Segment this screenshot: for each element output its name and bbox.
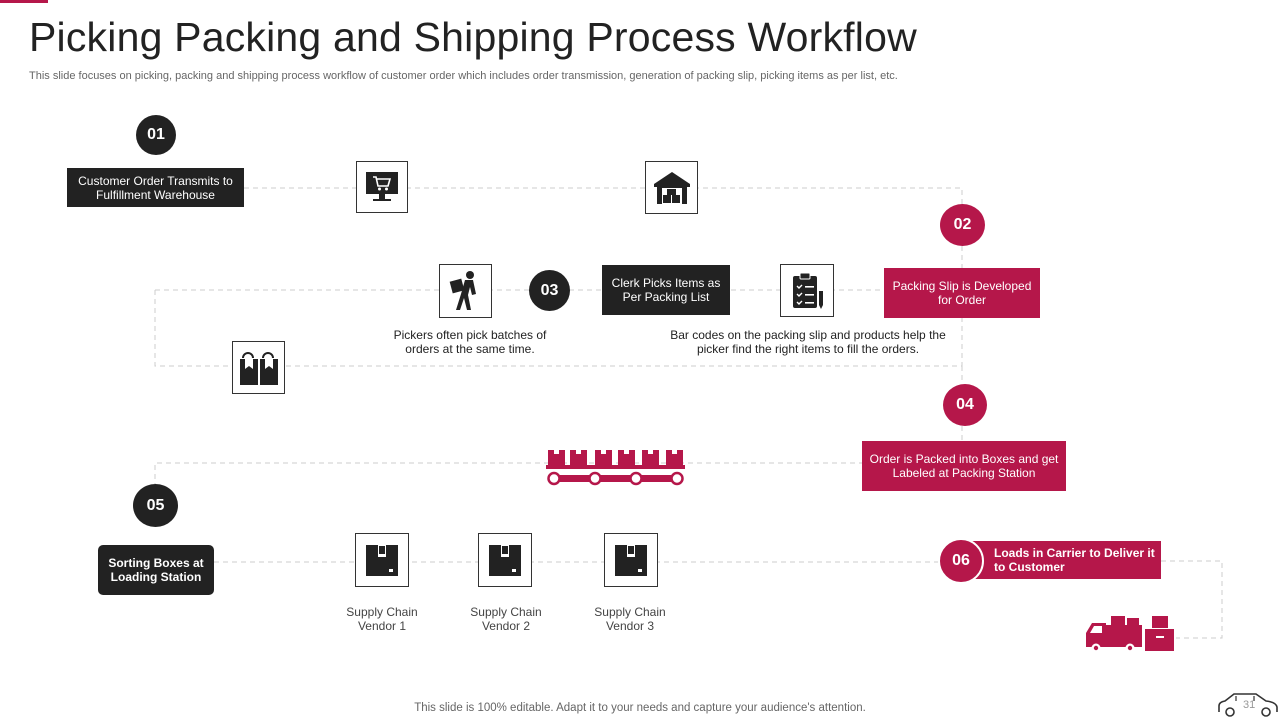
step-01-label: Customer Order Transmits to Fulfillment … — [67, 168, 244, 207]
box-icon — [355, 533, 409, 587]
step-05-badge: 05 — [133, 484, 178, 527]
conveyor-belt-icon — [544, 446, 688, 488]
barcodes-note: Bar codes on the packing slip and produc… — [670, 328, 946, 356]
slide-footer: This slide is 100% editable. Adapt it to… — [414, 702, 866, 714]
page-number: 31 — [1243, 699, 1256, 711]
slide-title: Picking Packing and Shipping Process Wor… — [29, 14, 917, 60]
step-06-label: Loads in Carrier to Deliver it to Custom… — [962, 541, 1161, 579]
slide-subtitle: This slide focuses on picking, packing a… — [29, 70, 898, 82]
shopping-bags-icon — [232, 341, 285, 394]
step-01-badge: 01 — [136, 115, 176, 155]
step-03-label: Clerk Picks Items as Per Packing List — [602, 265, 730, 315]
step-02-label: Packing Slip is Developed for Order — [884, 268, 1040, 318]
vendor-label-1: Supply Chain Vendor 1 — [346, 605, 418, 633]
step-02-badge: 02 — [940, 204, 985, 246]
step-04-badge: 04 — [943, 384, 987, 426]
box-icon — [604, 533, 658, 587]
vendor-label-2: Supply Chain Vendor 2 — [470, 605, 542, 633]
step-05-label: Sorting Boxes at Loading Station — [98, 545, 214, 595]
step-04-label: Order is Packed into Boxes and get Label… — [862, 441, 1066, 491]
box-icon — [478, 533, 532, 587]
step-03-badge: 03 — [529, 270, 570, 311]
accent-bar — [0, 0, 48, 3]
pickers-note: Pickers often pick batches of orders at … — [393, 328, 547, 356]
computer-cart-icon — [356, 161, 408, 213]
clipboard-checklist-icon — [780, 264, 834, 317]
vendor-label-3: Supply Chain Vendor 3 — [594, 605, 666, 633]
warehouse-icon — [645, 161, 698, 214]
picker-worker-icon — [439, 264, 492, 318]
car-outline-icon — [1216, 690, 1280, 718]
step-06-badge: 06 — [938, 538, 984, 584]
delivery-truck-icon — [1084, 613, 1176, 655]
